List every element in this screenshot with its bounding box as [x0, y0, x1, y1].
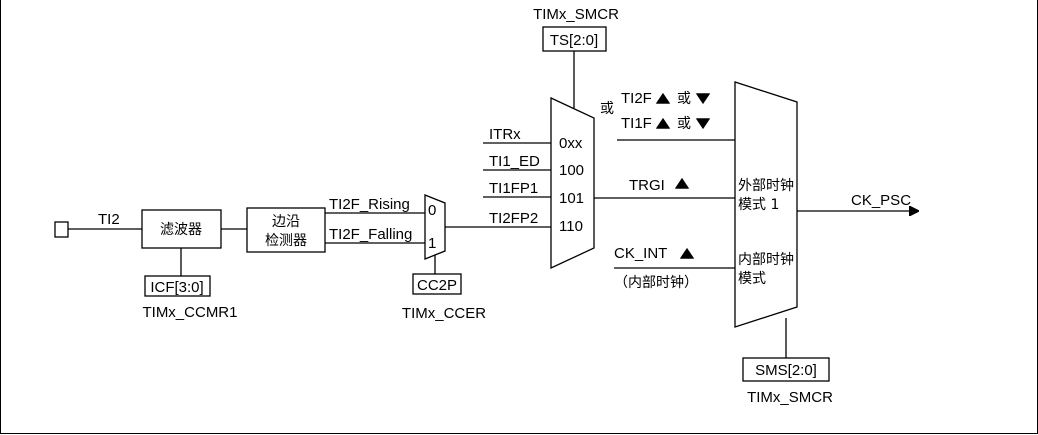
- edge-select-mux: [424, 194, 446, 260]
- falling-label: TI2F_Falling: [329, 226, 412, 243]
- clock-mode-mux: [734, 81, 798, 328]
- trigger-select-mux: [550, 96, 595, 270]
- ti1f-rising-edge-icon: [655, 117, 671, 129]
- or-left-label: 或: [600, 101, 614, 117]
- ti2fp2-label: TI2FP2: [489, 210, 538, 227]
- int-mode-line2: 模式: [738, 271, 766, 287]
- ext-mode-line2: 模式 1: [738, 197, 779, 213]
- trgi-rising-edge-icon: [674, 177, 690, 189]
- trgi-label: TRGI: [629, 177, 665, 194]
- ext-mode-line1: 外部时钟: [738, 177, 794, 194]
- ti1fp1-label: TI1FP1: [489, 180, 538, 197]
- trigger-code-3: 110: [559, 218, 583, 235]
- ti1f-falling-edge-icon: [695, 118, 711, 130]
- ck-int-label: CK_INT: [614, 245, 667, 262]
- filter-label: 滤波器: [160, 222, 202, 238]
- edge-detector-line1: 边沿: [272, 214, 300, 230]
- ti1ed-label: TI1_ED: [489, 153, 540, 170]
- ts-register-field: TS[2:0]: [550, 32, 598, 49]
- smcr-register-name-bottom: TIMx_SMCR: [747, 389, 833, 406]
- cc2p-register-field: CC2P: [417, 277, 457, 294]
- ck-int-note: （内部时钟）: [614, 274, 698, 291]
- ti2f-rising-edge-icon: [655, 92, 671, 104]
- ti1f-label: TI1F: [621, 115, 652, 132]
- trigger-code-2: 101: [559, 190, 584, 207]
- ccer-register-name: TIMx_CCER: [402, 305, 486, 322]
- sms-register-field: SMS[2:0]: [755, 362, 817, 379]
- ts-register-box: [542, 26, 607, 52]
- ck-psc-label: CK_PSC: [851, 192, 911, 209]
- int-mode-line1: 内部时钟: [738, 251, 794, 268]
- edge-detector-block: [246, 207, 326, 253]
- trigger-code-0: 0xx: [559, 135, 583, 152]
- ck-int-rising-edge-icon: [679, 247, 695, 259]
- ti2f-or-label: 或: [677, 91, 691, 107]
- smcr-register-name-top: TIMx_SMCR: [533, 6, 619, 23]
- ccmr1-register-name: TIMx_CCMR1: [142, 304, 237, 321]
- icf-register-field: ICF[3:0]: [150, 279, 203, 296]
- rising-label: TI2F_Rising: [329, 196, 410, 213]
- edge-detector-line2: 检测器: [265, 233, 307, 249]
- edge-mux-sel0: 0: [428, 202, 436, 219]
- trigger-code-1: 100: [559, 162, 584, 179]
- ti2-pin: [54, 221, 69, 238]
- ti2-label: TI2: [98, 211, 120, 228]
- ti2f-falling-edge-icon: [695, 93, 711, 105]
- ti2f-label: TI2F: [621, 90, 652, 107]
- edge-mux-sel1: 1: [428, 235, 436, 252]
- sms-register-box: [742, 357, 830, 382]
- itrx-label: ITRx: [489, 126, 521, 143]
- ti1f-or-label: 或: [677, 116, 691, 132]
- icf-register-box: [144, 275, 211, 297]
- cc2p-register-box: [412, 273, 462, 295]
